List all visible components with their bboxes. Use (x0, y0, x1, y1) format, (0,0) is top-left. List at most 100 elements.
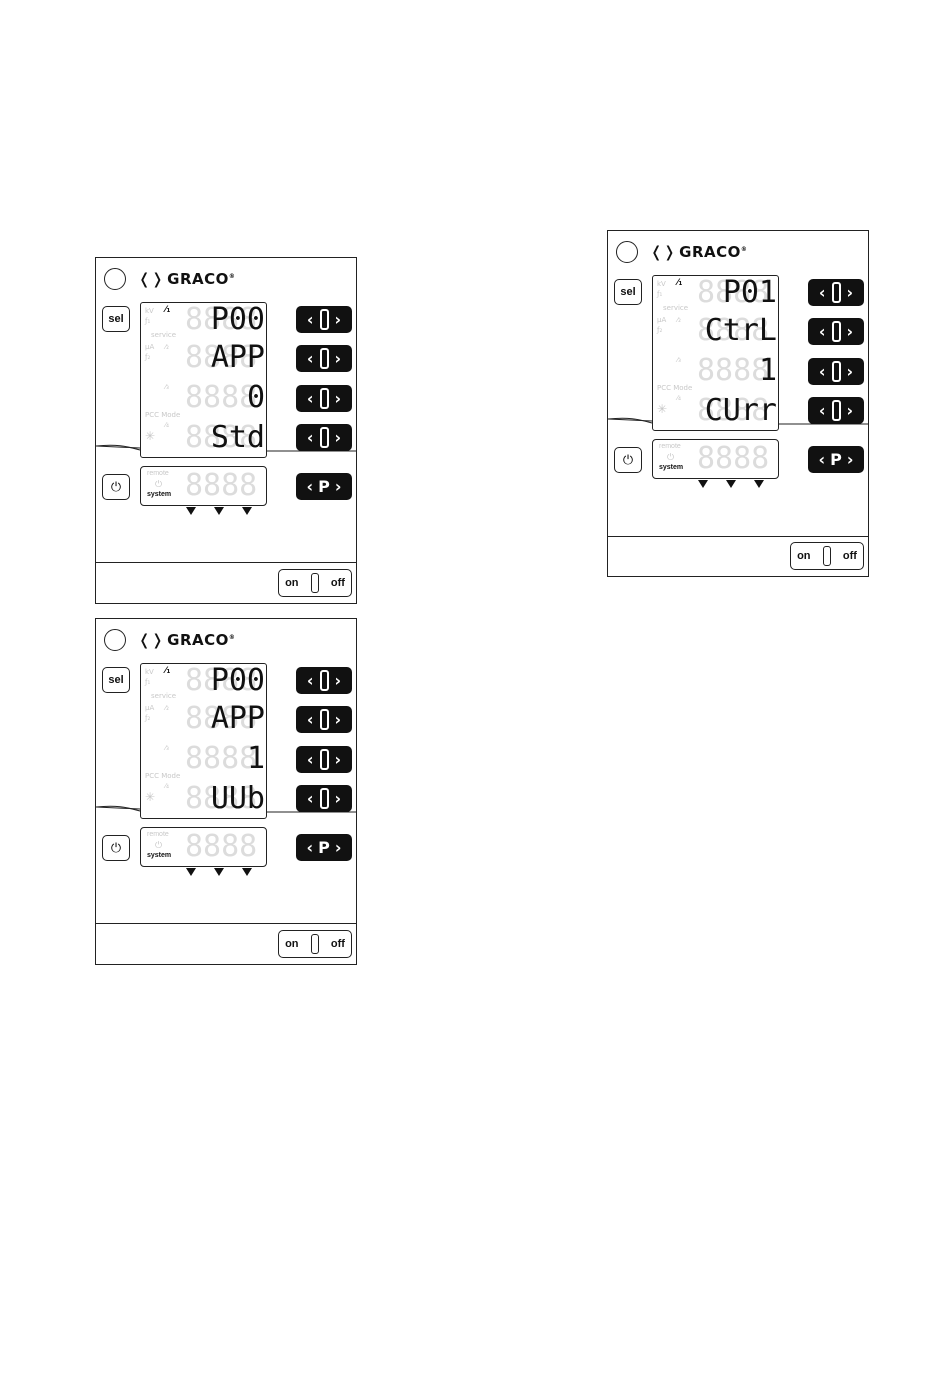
arrow-right-icon: › (334, 789, 342, 808)
display-tabs (694, 478, 770, 490)
arrow-left-icon: ‹ (818, 450, 826, 469)
row-4-adjust-button[interactable]: ‹› (808, 397, 864, 424)
system-digits: 8888 (697, 441, 770, 476)
dropdown-triangle-icon (186, 868, 196, 876)
dropdown-triangle-icon (242, 507, 252, 515)
main-display: kV ⁄₁ ƒ₁ service µA ⁄₂ ƒ₂ ⁄₃ PCC Mode ⁄₄… (140, 302, 267, 458)
on-off-switch[interactable]: on off (790, 542, 864, 570)
pcc-mode-label: PCC Mode (657, 384, 693, 392)
arrow-right-icon: › (846, 283, 854, 302)
sel-button[interactable]: sel (102, 306, 130, 332)
arrow-left-icon: ‹ (818, 283, 826, 302)
display-indicator-labels: kV ⁄₁ ƒ₁ service µA ⁄₂ ƒ₂ ⁄₃ PCC Mode ⁄₄… (145, 305, 187, 455)
f2-indicator-icon: ƒ₂ (657, 326, 663, 334)
kv-label: kV (145, 307, 154, 315)
remote-label: remote (147, 470, 169, 477)
dropdown-triangle-icon (214, 507, 224, 515)
off-label: off (330, 577, 345, 589)
p-button-label: P (830, 450, 842, 469)
row-2-adjust-button[interactable]: ‹› (808, 318, 864, 345)
spark-icon: ✳ (145, 429, 156, 443)
row-3-adjust-button[interactable]: ‹› (296, 746, 352, 773)
graco-logo: ❬❭GRACO® (138, 631, 236, 649)
on-off-switch[interactable]: on off (278, 569, 352, 597)
gun-1-indicator-icon: ⁄₁ (165, 305, 171, 315)
arrow-right-icon: › (334, 710, 342, 729)
bottom-divider (96, 923, 356, 924)
dropdown-triangle-icon (698, 480, 708, 488)
gun-3-indicator-icon: ⁄₃ (677, 356, 681, 364)
logo-text: GRACO (167, 270, 229, 288)
graco-logo: ❬❭GRACO® (138, 270, 236, 288)
toggle-icon (822, 546, 831, 566)
row-3-value: 1 (246, 741, 265, 776)
graco-logo-icon: ❬❭ (138, 631, 165, 649)
gun-3-indicator-icon: ⁄₃ (165, 383, 169, 391)
arrow-left-icon: ‹ (306, 310, 314, 329)
kv-label: kV (657, 280, 666, 288)
status-indicator-icon (616, 241, 638, 263)
arrow-right-icon: › (334, 477, 342, 496)
system-label: system (147, 852, 172, 859)
spark-icon: ✳ (145, 790, 156, 804)
p-button[interactable]: ‹P› (296, 834, 352, 861)
sel-button[interactable]: sel (614, 279, 642, 305)
service-label: service (151, 692, 177, 700)
system-label: system (147, 491, 172, 498)
display-indicator-labels: kV ⁄₁ ƒ₁ service µA ⁄₂ ƒ₂ ⁄₃ PCC Mode ⁄₄… (145, 666, 187, 816)
power-button[interactable]: ⏻ (614, 447, 642, 473)
on-label: on (285, 938, 299, 950)
service-label: service (663, 304, 689, 312)
graco-logo: ❬❭GRACO® (650, 243, 748, 261)
row-1-adjust-button[interactable]: ‹› (296, 306, 352, 333)
power-button[interactable]: ⏻ (102, 474, 130, 500)
row-4-adjust-button[interactable]: ‹› (296, 424, 352, 451)
system-digits: 8888 (185, 829, 258, 864)
row-2-adjust-button[interactable]: ‹› (296, 345, 352, 372)
p-button[interactable]: ‹P› (808, 446, 864, 473)
row-3-adjust-button[interactable]: ‹› (808, 358, 864, 385)
row-2-value: APP (210, 701, 265, 736)
row-2-adjust-button[interactable]: ‹› (296, 706, 352, 733)
dropdown-triangle-icon (242, 868, 252, 876)
sel-button[interactable]: sel (102, 667, 130, 693)
row-4-value: Std (210, 420, 265, 455)
display-tabs (182, 866, 258, 878)
ua-label: µA (145, 704, 155, 712)
arrow-left-icon: ‹ (306, 349, 314, 368)
row-1-adjust-button[interactable]: ‹› (808, 279, 864, 306)
row-3-adjust-button[interactable]: ‹› (296, 385, 352, 412)
arrow-left-icon: ‹ (306, 671, 314, 690)
arrow-right-icon: › (846, 362, 854, 381)
main-display: kV ⁄₁ ƒ₁ service µA ⁄₂ ƒ₂ ⁄₃ PCC Mode ⁄₄… (140, 663, 267, 819)
arrow-right-icon: › (846, 401, 854, 420)
remote-label: remote (659, 443, 681, 450)
row-3-value: 1 (758, 353, 777, 388)
arrow-right-icon: › (334, 671, 342, 690)
p-button-label: P (318, 477, 330, 496)
f2-indicator-icon: ƒ₂ (145, 714, 151, 722)
gun-2-indicator-icon: ⁄₂ (677, 316, 681, 324)
toggle-icon (310, 934, 319, 954)
system-display: remote ⏻ system 8888 (652, 439, 779, 479)
f1-indicator-icon: ƒ₁ (145, 678, 151, 686)
row-1-adjust-button[interactable]: ‹› (296, 667, 352, 694)
on-off-switch[interactable]: on off (278, 930, 352, 958)
gun-2-indicator-icon: ⁄₂ (165, 704, 169, 712)
power-button[interactable]: ⏻ (102, 835, 130, 861)
arrow-left-icon: ‹ (818, 322, 826, 341)
arrow-right-icon: › (846, 450, 854, 469)
row-4-adjust-button[interactable]: ‹› (296, 785, 352, 812)
arrow-right-icon: › (334, 349, 342, 368)
p-button[interactable]: ‹P› (296, 473, 352, 500)
remote-power-icon: ⏻ (667, 452, 675, 462)
f1-indicator-icon: ƒ₁ (657, 290, 663, 298)
